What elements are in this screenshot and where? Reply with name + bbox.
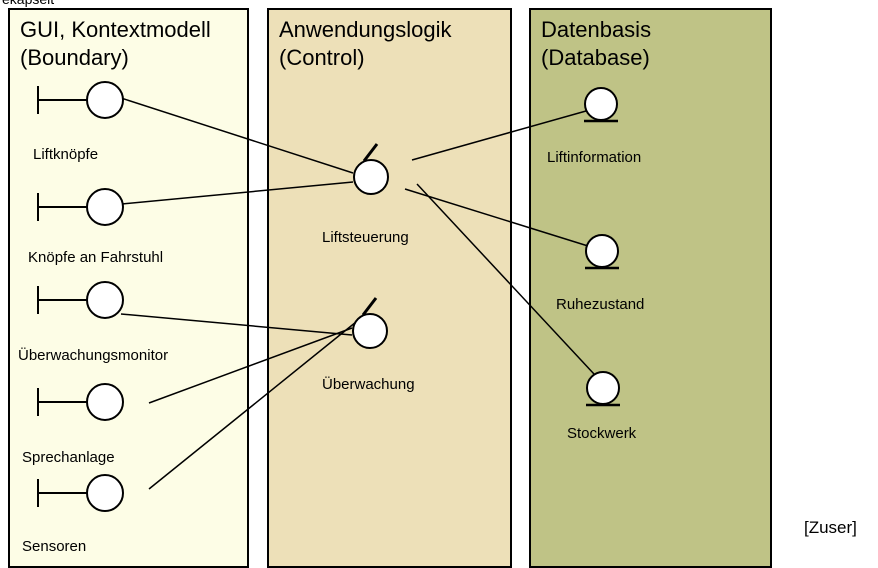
connection-line [120, 97, 354, 174]
boundary-object-icon [37, 188, 124, 226]
control-object-icon [353, 143, 389, 195]
entity-object-icon [585, 234, 619, 270]
boundary-label-sensoren: Sensoren [22, 538, 87, 555]
boundary-object-icon [37, 383, 124, 421]
entity-label-ruhezustand: Ruhezustand [556, 296, 645, 313]
control-object-icon [352, 297, 388, 349]
connection-line [148, 327, 353, 404]
boundary-label-ueberwachungsmonitor: Überwachungsmonitor [18, 347, 169, 364]
control-label-ueberwachung: Überwachung [322, 376, 415, 393]
entity-label-stockwerk: Stockwerk [567, 425, 637, 442]
boundary-object-icon [37, 81, 124, 119]
entity-lane-title: Datenbasis (Database) [541, 17, 652, 70]
cut-off-header-text: ekapselt [2, 0, 54, 7]
control-lane-title: Anwendungslogik (Control) [279, 17, 452, 70]
connection-line [416, 183, 595, 375]
boundary-lane-title: GUI, Kontextmodell (Boundary) [20, 17, 211, 70]
source-reference: [Zuser] [804, 518, 857, 537]
boundary-lane: GUI, Kontextmodell (Boundary) [8, 8, 249, 568]
connection-line [121, 181, 354, 205]
boundary-label-sprechanlage: Sprechanlage [22, 449, 115, 466]
entity-lane: Datenbasis (Database) [529, 8, 772, 568]
connection-line [411, 110, 587, 161]
connection-line [404, 188, 589, 247]
connection-line [148, 321, 357, 490]
boundary-object-icon [37, 281, 124, 319]
entity-object-icon [586, 371, 620, 407]
control-label-liftsteuerung: Liftsteuerung [322, 229, 409, 246]
entity-label-liftinformation: Liftinformation [547, 149, 642, 166]
boundary-label-liftknoepfe: Liftknöpfe [33, 146, 99, 163]
boundary-object-icon [37, 474, 124, 512]
connection-line [120, 313, 353, 336]
entity-object-icon [584, 87, 618, 123]
boundary-label-knoepfe-an-fahrstuhl: Knöpfe an Fahrstuhl [28, 249, 164, 266]
